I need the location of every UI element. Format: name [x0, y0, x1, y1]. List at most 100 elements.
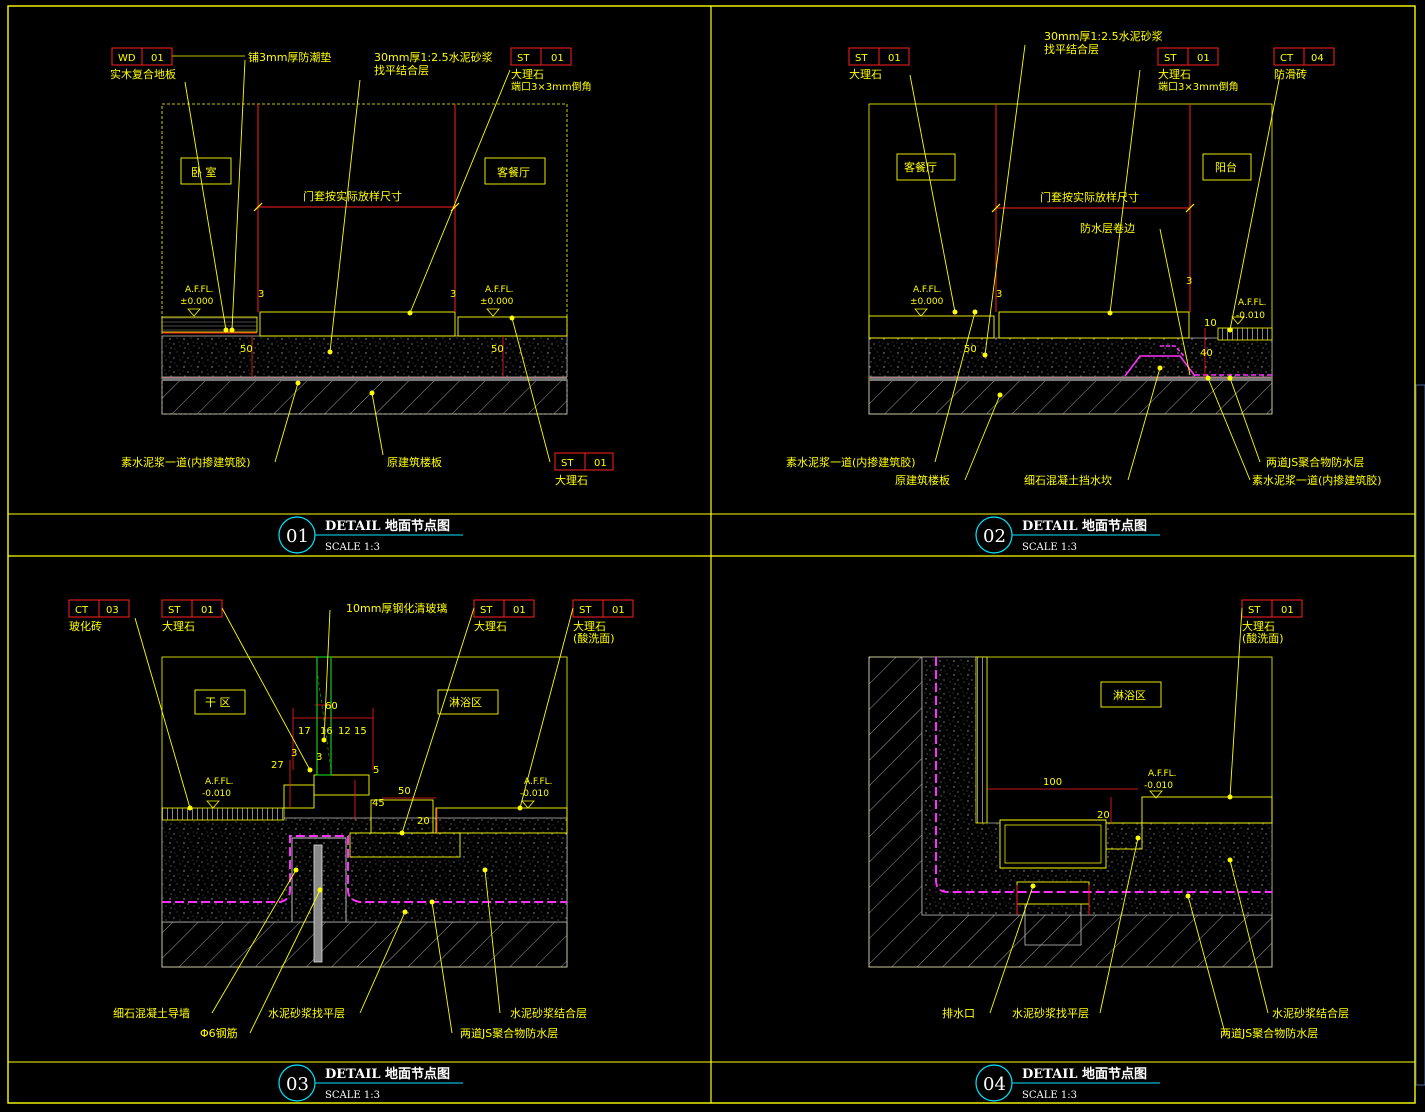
dimension-text: 15: [354, 726, 367, 737]
level-value: -0.010: [520, 789, 549, 799]
room-label: 淋浴区: [449, 696, 482, 709]
tag-sub: 端口3×3mm倒角: [1158, 80, 1239, 93]
note-text: 排水口: [942, 1006, 975, 1020]
dimension-text: 3: [291, 748, 297, 759]
detail-number: 01: [286, 526, 309, 547]
mortar-bed: [161, 817, 568, 923]
dimension-text: 3: [450, 289, 456, 300]
level-value: ±0.000: [180, 297, 214, 307]
tag-wd01: [111, 47, 245, 66]
dimension-text: 17: [298, 726, 311, 737]
detail-title-03: [278, 1064, 463, 1102]
tag-label: 大理石: [162, 619, 195, 633]
waterproof-curb: [1124, 355, 1196, 377]
dimension-text: 60: [325, 701, 338, 712]
tag-label: 实木复合地板: [110, 67, 176, 81]
detail-title-04: [975, 1064, 1160, 1102]
detail-01: [111, 47, 614, 554]
tag-label: 大理石: [555, 473, 588, 487]
level-label: A.F.FL.: [205, 777, 234, 787]
note-text: Φ6钢筋: [200, 1026, 238, 1040]
dimension-text: 16: [320, 726, 333, 737]
tag-code: CT: [1280, 53, 1294, 64]
tag-code: ST: [168, 605, 181, 616]
dimension-text: 3: [1186, 276, 1192, 287]
detail-title: DETAIL 地面节点图: [1022, 518, 1147, 534]
dimension-text: 5: [373, 765, 379, 776]
note-text: 素水泥浆一道(内掺建筑胶): [786, 455, 916, 469]
waterproof-layer: [162, 835, 567, 903]
level-value: -0.010: [1144, 781, 1173, 791]
dimension-text: 10: [1204, 318, 1217, 329]
level-label: A.F.FL.: [1148, 769, 1177, 779]
marble-threshold: [259, 311, 456, 337]
tag-code: ST: [517, 53, 530, 64]
note-text: 细石混凝土挡水坎: [1024, 473, 1112, 487]
tag-label: 大理石: [474, 619, 507, 633]
tag-no: 03: [106, 605, 119, 616]
note-text: 10mm厚钢化清玻璃: [346, 601, 447, 615]
detail-number: 02: [983, 526, 1006, 547]
note-text: 找平结合层: [1044, 42, 1099, 56]
detail-02: [848, 44, 1335, 554]
room-label: 客餐厅: [904, 160, 937, 174]
tag-code: ST: [1248, 605, 1261, 616]
dimension-text: 门套按实际放样尺寸: [303, 189, 402, 203]
tag-code: ST: [579, 605, 592, 616]
detail-title: DETAIL 地面节点图: [1022, 1066, 1147, 1082]
tag-sub: (酸洗面): [1242, 631, 1284, 645]
tag-code: ST: [855, 53, 868, 64]
tag-code: ST: [480, 605, 493, 616]
dimension-text: 100: [1043, 777, 1062, 788]
level-value: ±0.000: [480, 297, 514, 307]
dimension-text: 50: [491, 344, 504, 355]
dimension-text: 3: [996, 289, 1002, 300]
detail-title: DETAIL 地面节点图: [325, 518, 450, 534]
tag-label: 防滑砖: [1274, 67, 1307, 81]
tag-code: ST: [561, 458, 574, 469]
note-text: 素水泥浆一道(内掺建筑胶): [121, 455, 251, 469]
room-label: 阳台: [1215, 160, 1237, 174]
detail-number: 03: [286, 1074, 309, 1095]
dimension-text: 27: [271, 760, 284, 771]
note-text: 两道JS聚合物防水层: [1266, 455, 1364, 469]
detail-title: DETAIL 地面节点图: [325, 1066, 450, 1082]
level-value: -0.010: [202, 789, 231, 799]
tag-label: 大理石: [511, 67, 544, 81]
tag-sub: (酸洗面): [573, 631, 615, 645]
tag-no: 01: [1197, 53, 1210, 64]
level-label: A.F.FL.: [1238, 298, 1267, 308]
dimension-text: 50: [398, 786, 411, 797]
mortar-bed: [161, 335, 568, 378]
note-text: 水泥砂浆找平层: [268, 1006, 345, 1020]
dimension-text: 50: [964, 344, 977, 355]
dimension-text: 40: [1200, 348, 1213, 359]
dimension-text: 45: [372, 798, 385, 809]
dimension-text: 20: [417, 816, 430, 827]
dimension-text: 50: [240, 344, 253, 355]
note-text: 30mm厚1:2.5水泥砂浆: [1044, 29, 1163, 43]
tag-no: 01: [513, 605, 526, 616]
tag-no: 01: [594, 458, 607, 469]
level-label: A.F.FL.: [913, 285, 942, 295]
waterproof-layer: [935, 657, 1272, 893]
leader-lines: [134, 607, 574, 1034]
wall-tile: [975, 656, 988, 824]
detail-title-01: [278, 516, 463, 554]
note-text: 两道JS聚合物防水层: [460, 1026, 558, 1040]
tag-no: 01: [151, 53, 164, 64]
level-value: -0.010: [1236, 311, 1265, 321]
tag-code: CT: [75, 605, 89, 616]
tag-no: 01: [1281, 605, 1294, 616]
note-text: 水泥砂浆结合层: [510, 1006, 587, 1020]
note-text: 水泥砂浆找平层: [1012, 1006, 1089, 1020]
detail-03: [68, 599, 634, 1102]
detail-04: [868, 599, 1303, 1102]
tag-no: 04: [1311, 53, 1324, 64]
detail-scale: SCALE 1:3: [1022, 542, 1077, 553]
note-text: 防水层卷边: [1080, 221, 1135, 235]
tag-no: 01: [201, 605, 214, 616]
dimension-text: 3: [258, 289, 264, 300]
leader-lines: [909, 44, 1281, 481]
